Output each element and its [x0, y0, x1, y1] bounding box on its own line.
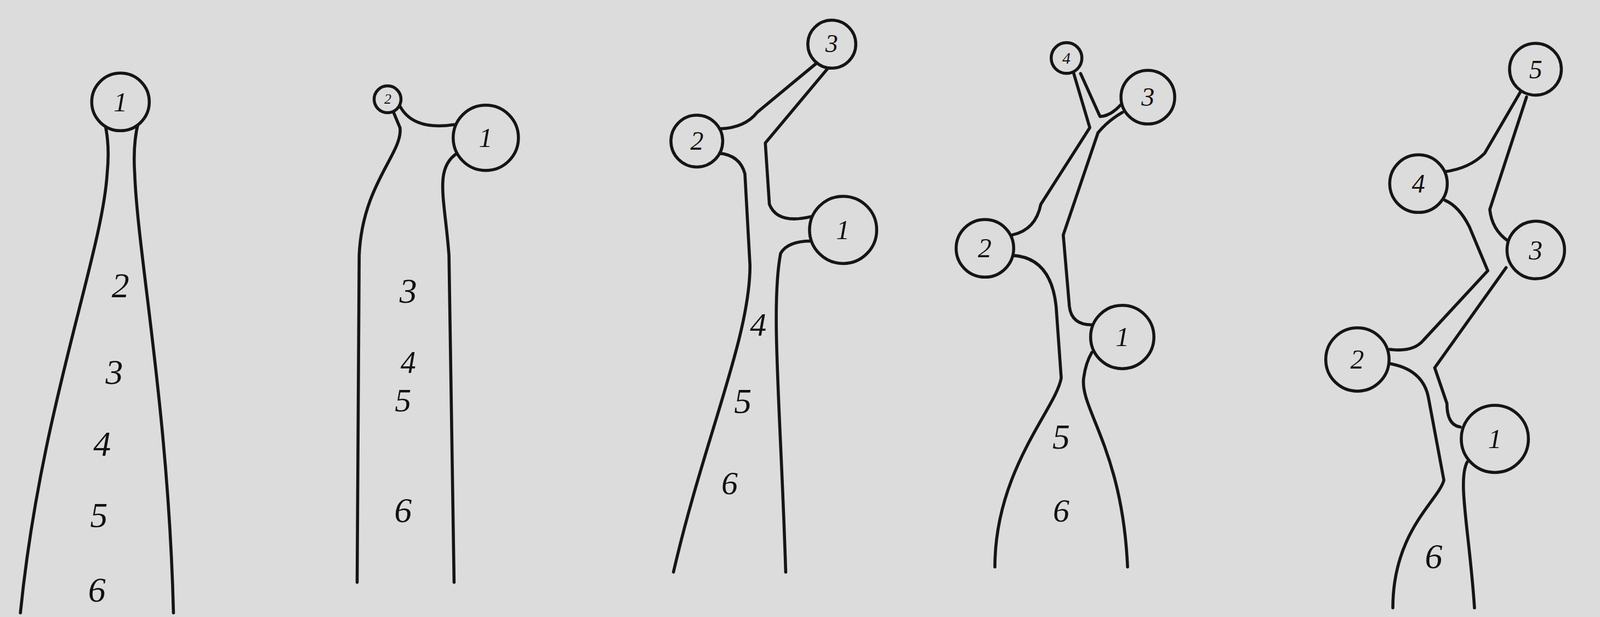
- stem-number: 4: [749, 308, 767, 341]
- bud-number: 1: [113, 88, 128, 116]
- bud-number: 2: [977, 234, 992, 262]
- stem-number: 4: [400, 346, 417, 378]
- bud-circle: 2: [1323, 325, 1392, 394]
- stem-outline: [357, 107, 401, 582]
- bud-circle: 5: [1507, 41, 1564, 98]
- bud-number: 2: [690, 127, 704, 155]
- stem-outline: [765, 67, 829, 219]
- bud-number: 5: [1529, 56, 1543, 83]
- stem-number: 5: [733, 383, 752, 419]
- bud-circle: 1: [89, 71, 152, 133]
- stem-number: 6: [1052, 493, 1070, 527]
- stem-number: 6: [88, 572, 106, 608]
- bud-number: 3: [825, 31, 839, 57]
- stem-number: 5: [90, 497, 108, 533]
- stem-outline: [442, 152, 458, 582]
- stem-outline: [400, 106, 455, 127]
- stem-outline: [1434, 267, 1506, 427]
- bud-circle: 3: [1505, 219, 1567, 281]
- stem-number: 3: [399, 273, 418, 309]
- stem-outline: [994, 255, 1062, 567]
- bud-circle: 2: [373, 84, 402, 114]
- bud-circle: 2: [954, 217, 1016, 279]
- stem-number: 5: [394, 383, 412, 417]
- bud-circle: 1: [451, 103, 521, 173]
- bud-circle: 1: [1088, 303, 1157, 371]
- bud-number: 4: [1411, 170, 1426, 197]
- bud-number: 1: [835, 215, 850, 244]
- stem-number: 5: [1052, 419, 1070, 455]
- bud-number: 4: [1062, 49, 1071, 67]
- stem-outline: [1390, 200, 1489, 350]
- bud-circle: 2: [669, 113, 725, 169]
- bud-circle: 4: [1050, 41, 1084, 75]
- bud-number: 2: [384, 92, 392, 107]
- stem-outline: [20, 120, 108, 613]
- stem-number: 6: [721, 466, 738, 500]
- bud-circle: 1: [1459, 402, 1531, 475]
- stem-outline: [1012, 72, 1090, 235]
- stem-outline: [1444, 92, 1521, 172]
- stem-outline: [1463, 461, 1475, 608]
- bud-circle: 3: [1119, 68, 1177, 126]
- stem-outline: [134, 120, 174, 613]
- bud-number: 3: [1528, 236, 1543, 264]
- bud-number: 1: [479, 123, 493, 152]
- stem-number: 2: [111, 268, 130, 304]
- bud-circle: 3: [806, 18, 858, 70]
- bud-number: 1: [1115, 322, 1130, 351]
- bud-number: 1: [1488, 424, 1502, 453]
- stem-outline: [1063, 112, 1123, 325]
- stem-outline: [1489, 97, 1527, 242]
- stem-number: 6: [1425, 538, 1443, 574]
- stem-outline: [1080, 73, 1121, 117]
- bud-number: 3: [1141, 83, 1155, 111]
- stem-outline: [1390, 363, 1445, 608]
- bud-number: 2: [1350, 345, 1364, 373]
- stem-number: 4: [93, 426, 111, 462]
- stem-outline: [776, 241, 812, 572]
- bud-circle: 1: [807, 194, 879, 266]
- stem-number: 3: [105, 354, 124, 390]
- stem-outline: [673, 152, 751, 572]
- stem-number: 6: [394, 492, 412, 528]
- bud-circle: 4: [1387, 152, 1450, 215]
- stem-outline: [1083, 352, 1129, 567]
- stem-outline: [720, 63, 817, 129]
